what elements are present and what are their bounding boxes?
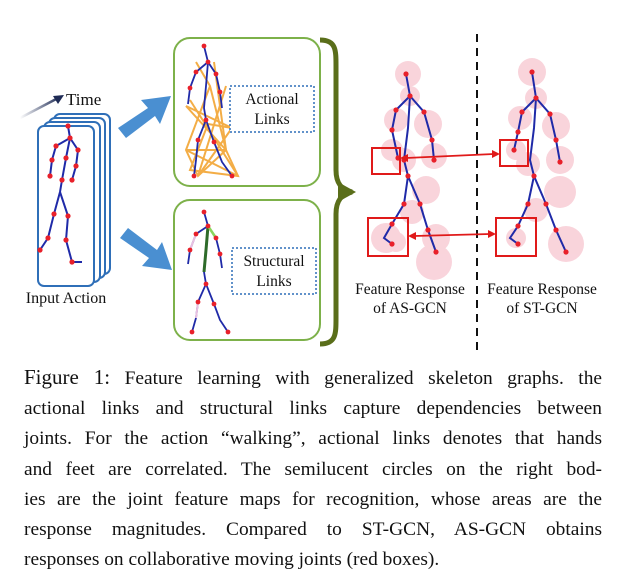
- structural-joints: [187, 209, 231, 335]
- actional-links-label-box: [229, 85, 315, 133]
- structural-highlight-links: [189, 225, 218, 319]
- structural-links-label-line-2: Links: [256, 273, 291, 290]
- actional-skeleton: [187, 45, 233, 177]
- actional-joints: [187, 43, 235, 179]
- as-gcn-label-line-2: of AS-GCN: [373, 300, 447, 317]
- as-gcn-hand-box: [371, 147, 401, 175]
- caption-line-4: and feet are correlated. The semilucent …: [24, 458, 602, 480]
- structural-links-label-box: [231, 247, 317, 295]
- caption-line-5: ies are the joint feature maps for recog…: [24, 488, 602, 510]
- input-action-label: Input Action: [26, 290, 106, 307]
- caption-line-3: joints. For the action “walking”, action…: [24, 428, 602, 450]
- st-gcn-joints: [511, 69, 569, 255]
- figure-label: Figure 1:: [24, 365, 111, 389]
- as-gcn-joints: [389, 71, 439, 255]
- foot-comparison-arrow: [408, 230, 496, 240]
- time-label: Time: [66, 90, 101, 109]
- brace-arrow-head: [338, 182, 356, 202]
- arrow-to-actional: [118, 96, 171, 138]
- caption-line-2: actional links and structural links capt…: [24, 398, 602, 420]
- caption-line-6: response magnitudes. Compared to ST-GCN,…: [24, 519, 602, 541]
- st-gcn-label-line-1: Feature Response: [487, 281, 597, 298]
- hand-comparison-arrow: [400, 150, 500, 162]
- actional-links-lines: [184, 61, 240, 178]
- structural-links-label-line-1: Structural: [243, 253, 304, 270]
- actional-links-label-line-1: Actional: [245, 91, 298, 108]
- input-action-stack: [37, 113, 111, 287]
- as-gcn-skeleton: [382, 73, 437, 253]
- time-arrow: [19, 95, 64, 120]
- figure-1-diagram: Time Input Action: [19, 34, 597, 352]
- arrow-to-structural: [120, 228, 172, 270]
- st-gcn-label-line-2: of ST-GCN: [506, 300, 577, 317]
- as-gcn-response-circles: [371, 61, 452, 280]
- st-gcn-foot-box: [495, 217, 537, 257]
- as-gcn-foot-box: [367, 217, 409, 257]
- as-gcn-label-line-1: Feature Response: [355, 281, 465, 298]
- st-gcn-response-circles: [506, 58, 584, 262]
- actional-links-label-line-2: Links: [254, 111, 289, 128]
- caption-line-1: Figure 1: Feature learning with generali…: [24, 365, 602, 389]
- figure-caption: Figure 1: Feature learning with generali…: [24, 362, 602, 575]
- caption-line-7: responses on collaborative moving joints…: [24, 549, 440, 571]
- st-gcn-hand-box: [499, 139, 529, 167]
- input-skeleton-joints: [37, 123, 81, 265]
